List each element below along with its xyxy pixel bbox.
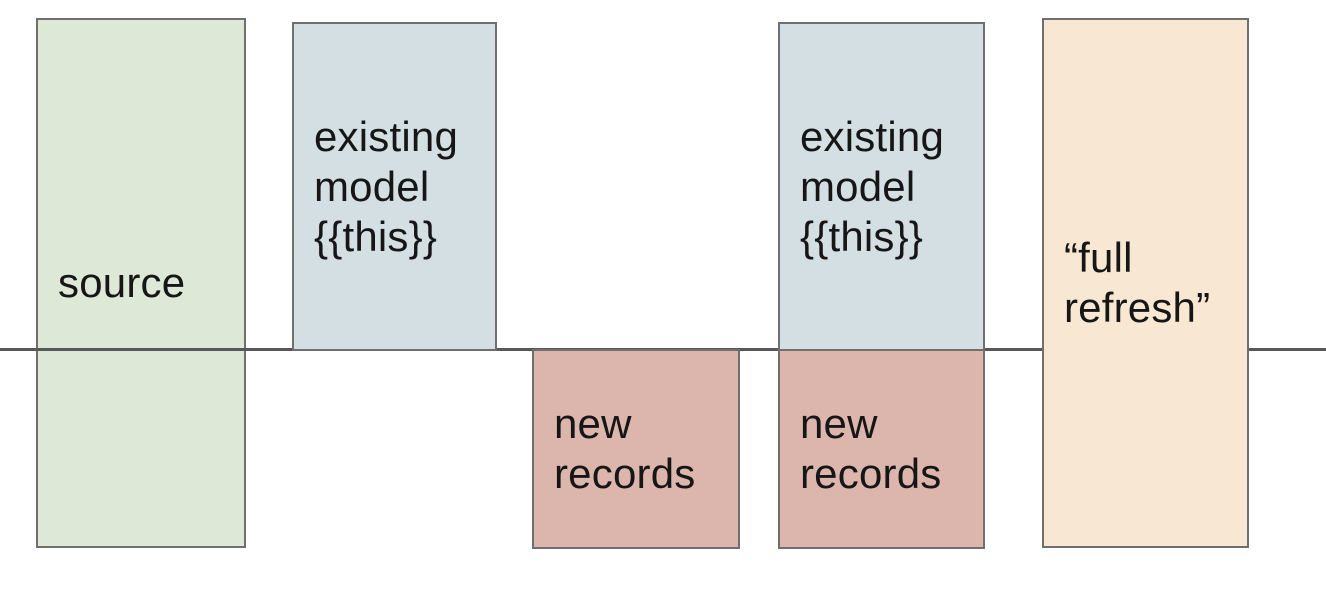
- new-records-left-label: new records: [534, 399, 703, 499]
- existing-model-box-left: existing model {{this}}: [292, 22, 497, 351]
- full-refresh-box: “full refresh”: [1042, 18, 1249, 548]
- full-refresh-label-line: refresh”: [1064, 284, 1211, 331]
- existing-model-left-label-line: model: [314, 162, 430, 210]
- new-records-left-label-line: new: [554, 400, 632, 447]
- existing-model-right-label-line: model: [800, 162, 916, 210]
- source-box: source: [36, 18, 246, 548]
- full-refresh-label: “full refresh”: [1044, 233, 1218, 333]
- existing-model-left-label-line: existing: [314, 112, 459, 160]
- new-records-left-label-line: records: [554, 450, 696, 497]
- new-records-right-label-line: records: [800, 450, 942, 497]
- existing-model-right-label-line: {{this}}: [800, 212, 924, 260]
- new-records-box-left: new records: [532, 349, 740, 549]
- full-refresh-label-line: “full: [1064, 234, 1133, 281]
- existing-model-right-label-line: existing: [800, 112, 945, 160]
- existing-model-left-label-line: {{this}}: [314, 212, 438, 260]
- existing-model-box-right: existing model {{this}}: [778, 22, 985, 351]
- existing-model-left-label: existing model {{this}}: [294, 112, 466, 262]
- existing-model-right-label: existing model {{this}}: [780, 112, 952, 262]
- new-records-box-right: new records: [778, 349, 985, 549]
- source-box-label: source: [38, 258, 193, 308]
- new-records-right-label: new records: [780, 399, 949, 499]
- new-records-right-label-line: new: [800, 400, 878, 447]
- source-label-line: source: [58, 259, 186, 306]
